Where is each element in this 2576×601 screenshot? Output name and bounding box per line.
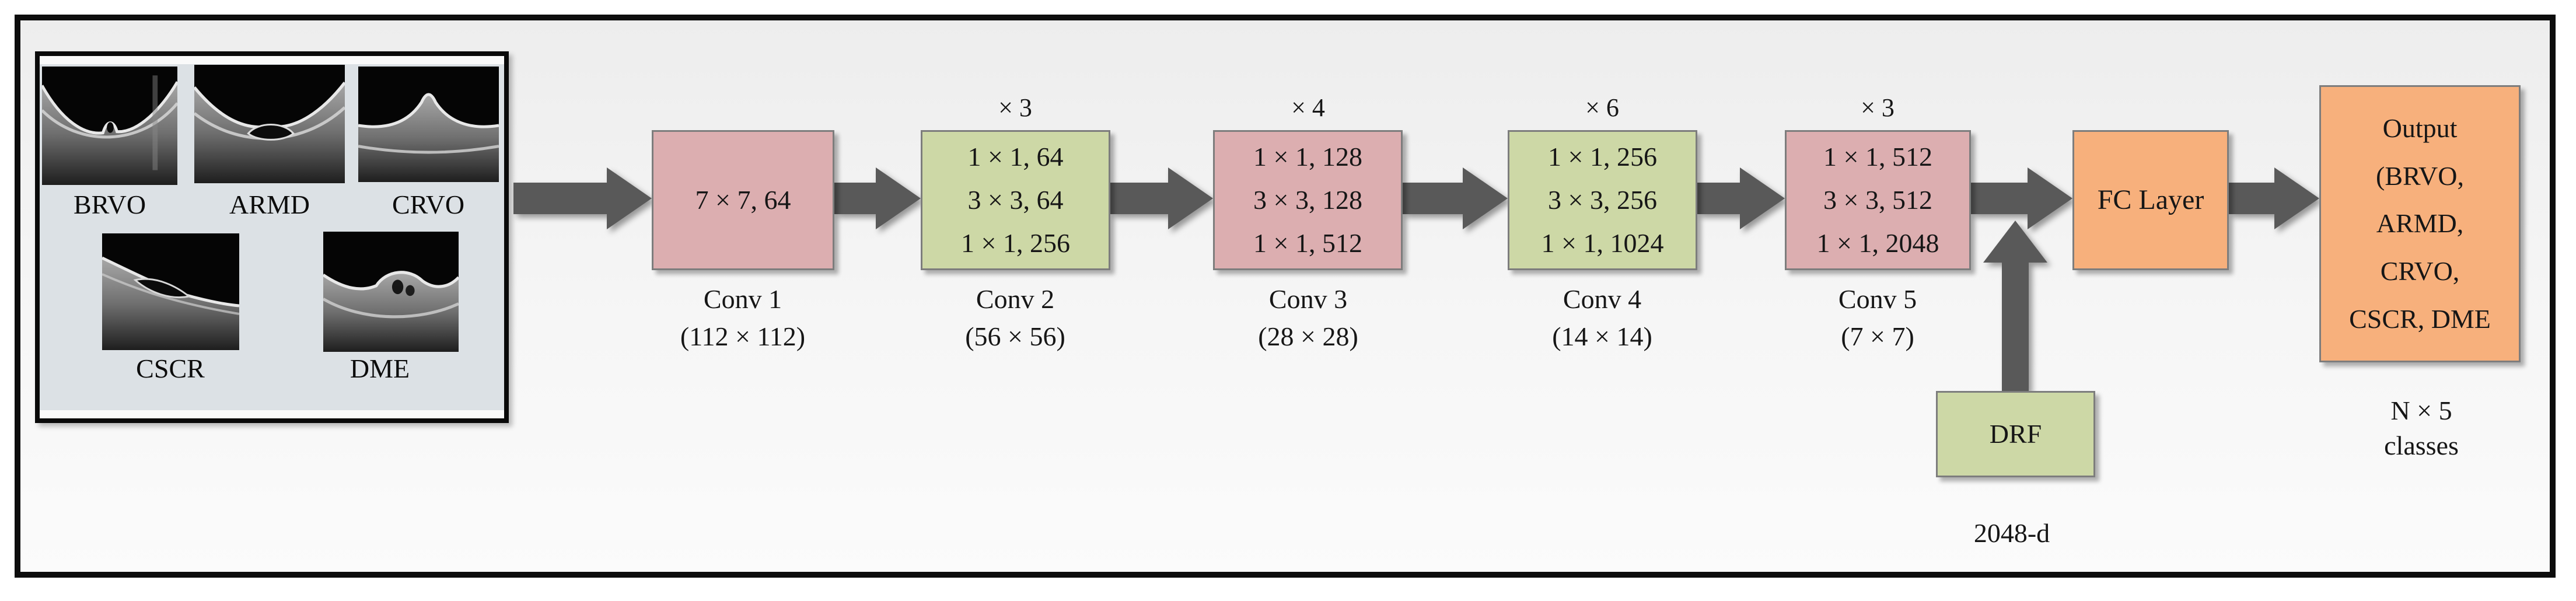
fc-layer-label: FC Layer bbox=[2097, 184, 2204, 215]
conv4-kernel-3: 1 × 1, 1024 bbox=[1541, 228, 1664, 258]
conv3-kernel-1: 1 × 1, 128 bbox=[1253, 142, 1362, 172]
oct-label-cscr: CSCR bbox=[136, 354, 205, 383]
conv5-multiplier: × 3 bbox=[1861, 93, 1895, 122]
conv5-kernel-1: 1 × 1, 512 bbox=[1823, 142, 1932, 172]
oct-image-cscr bbox=[102, 233, 239, 350]
conv2-size: (56 × 56) bbox=[965, 322, 1065, 351]
conv4-box: 1 × 1, 256 3 × 3, 256 1 × 1, 1024 bbox=[1508, 130, 1697, 270]
conv2-multiplier: × 3 bbox=[998, 93, 1032, 122]
flow-arrow-conv3-conv4 bbox=[1403, 167, 1508, 229]
conv3-kernel-2: 3 × 3, 128 bbox=[1253, 185, 1362, 215]
conv2-box: 1 × 1, 64 3 × 3, 64 1 × 1, 256 bbox=[921, 130, 1110, 270]
flow-arrow-conv5-fc bbox=[1971, 167, 2072, 229]
output-note-line-2: classes bbox=[2384, 431, 2459, 460]
conv2-kernel-2: 3 × 3, 64 bbox=[967, 185, 1064, 215]
oct-image-crvo bbox=[358, 67, 499, 182]
oct-image-armd bbox=[194, 65, 345, 183]
conv2-name: Conv 2 bbox=[976, 284, 1055, 314]
output-line-1: Output bbox=[2382, 113, 2458, 143]
output-line-2: (BRVO, bbox=[2376, 160, 2464, 191]
conv4-size: (14 × 14) bbox=[1552, 322, 1652, 351]
conv4-multiplier: × 6 bbox=[1585, 93, 1619, 122]
input-panel: BRVO ARMD CRVO CSCR DME bbox=[35, 51, 509, 423]
drf-label: DRF bbox=[1989, 419, 2042, 449]
conv3-size: (28 × 28) bbox=[1258, 322, 1358, 351]
conv5-size: (7 × 7) bbox=[1841, 322, 1914, 351]
flow-arrow-fc-output bbox=[2229, 167, 2319, 229]
conv1-size: (112 × 112) bbox=[680, 322, 806, 351]
panel-top-strip bbox=[40, 56, 504, 64]
oct-label-brvo: BRVO bbox=[73, 190, 146, 219]
flow-arrow-conv1-conv2 bbox=[834, 167, 921, 229]
conv1-name: Conv 1 bbox=[703, 284, 782, 314]
conv5-kernel-2: 3 × 3, 512 bbox=[1823, 185, 1932, 215]
output-line-4: CRVO, bbox=[2380, 256, 2460, 286]
conv3-kernel-3: 1 × 1, 512 bbox=[1253, 228, 1362, 258]
drf-box: DRF bbox=[1936, 391, 2095, 477]
conv5-kernel-3: 1 × 1, 2048 bbox=[1816, 228, 1939, 258]
flow-arrow-conv2-conv3 bbox=[1110, 167, 1213, 229]
panel-bottom-strip bbox=[40, 410, 504, 418]
fc-layer-box: FC Layer bbox=[2072, 130, 2229, 270]
output-note-line-1: N × 5 bbox=[2390, 396, 2452, 425]
output-line-3: ARMD, bbox=[2376, 208, 2464, 239]
oct-label-dme: DME bbox=[349, 354, 410, 383]
oct-image-dme bbox=[323, 232, 459, 352]
oct-label-crvo: CRVO bbox=[392, 190, 465, 219]
merge-arrow-drf bbox=[1983, 221, 2047, 391]
conv2-kernel-1: 1 × 1, 64 bbox=[967, 142, 1064, 172]
flow-arrow-conv4-conv5 bbox=[1697, 167, 1785, 229]
conv4-name: Conv 4 bbox=[1563, 284, 1642, 314]
conv3-box: 1 × 1, 128 3 × 3, 128 1 × 1, 512 bbox=[1213, 130, 1403, 270]
conv3-multiplier: × 4 bbox=[1291, 93, 1325, 122]
conv4-kernel-1: 1 × 1, 256 bbox=[1548, 142, 1657, 172]
conv1-kernel: 7 × 7, 64 bbox=[695, 185, 791, 215]
output-line-5: CSCR, DME bbox=[2349, 304, 2491, 334]
conv5-name: Conv 5 bbox=[1838, 284, 1917, 314]
conv2-kernel-3: 1 × 1, 256 bbox=[961, 228, 1070, 258]
conv1-box: 7 × 7, 64 bbox=[652, 130, 834, 270]
drf-dim-label: 2048-d bbox=[1973, 518, 2050, 548]
oct-label-armd: ARMD bbox=[229, 190, 310, 219]
conv3-name: Conv 3 bbox=[1268, 284, 1348, 314]
conv5-box: 1 × 1, 512 3 × 3, 512 1 × 1, 2048 bbox=[1785, 130, 1971, 270]
oct-image-brvo bbox=[42, 67, 177, 185]
flow-arrow-input-conv1 bbox=[513, 167, 652, 229]
conv4-kernel-2: 3 × 3, 256 bbox=[1548, 185, 1657, 215]
output-box: Output (BRVO, ARMD, CRVO, CSCR, DME bbox=[2319, 85, 2521, 362]
